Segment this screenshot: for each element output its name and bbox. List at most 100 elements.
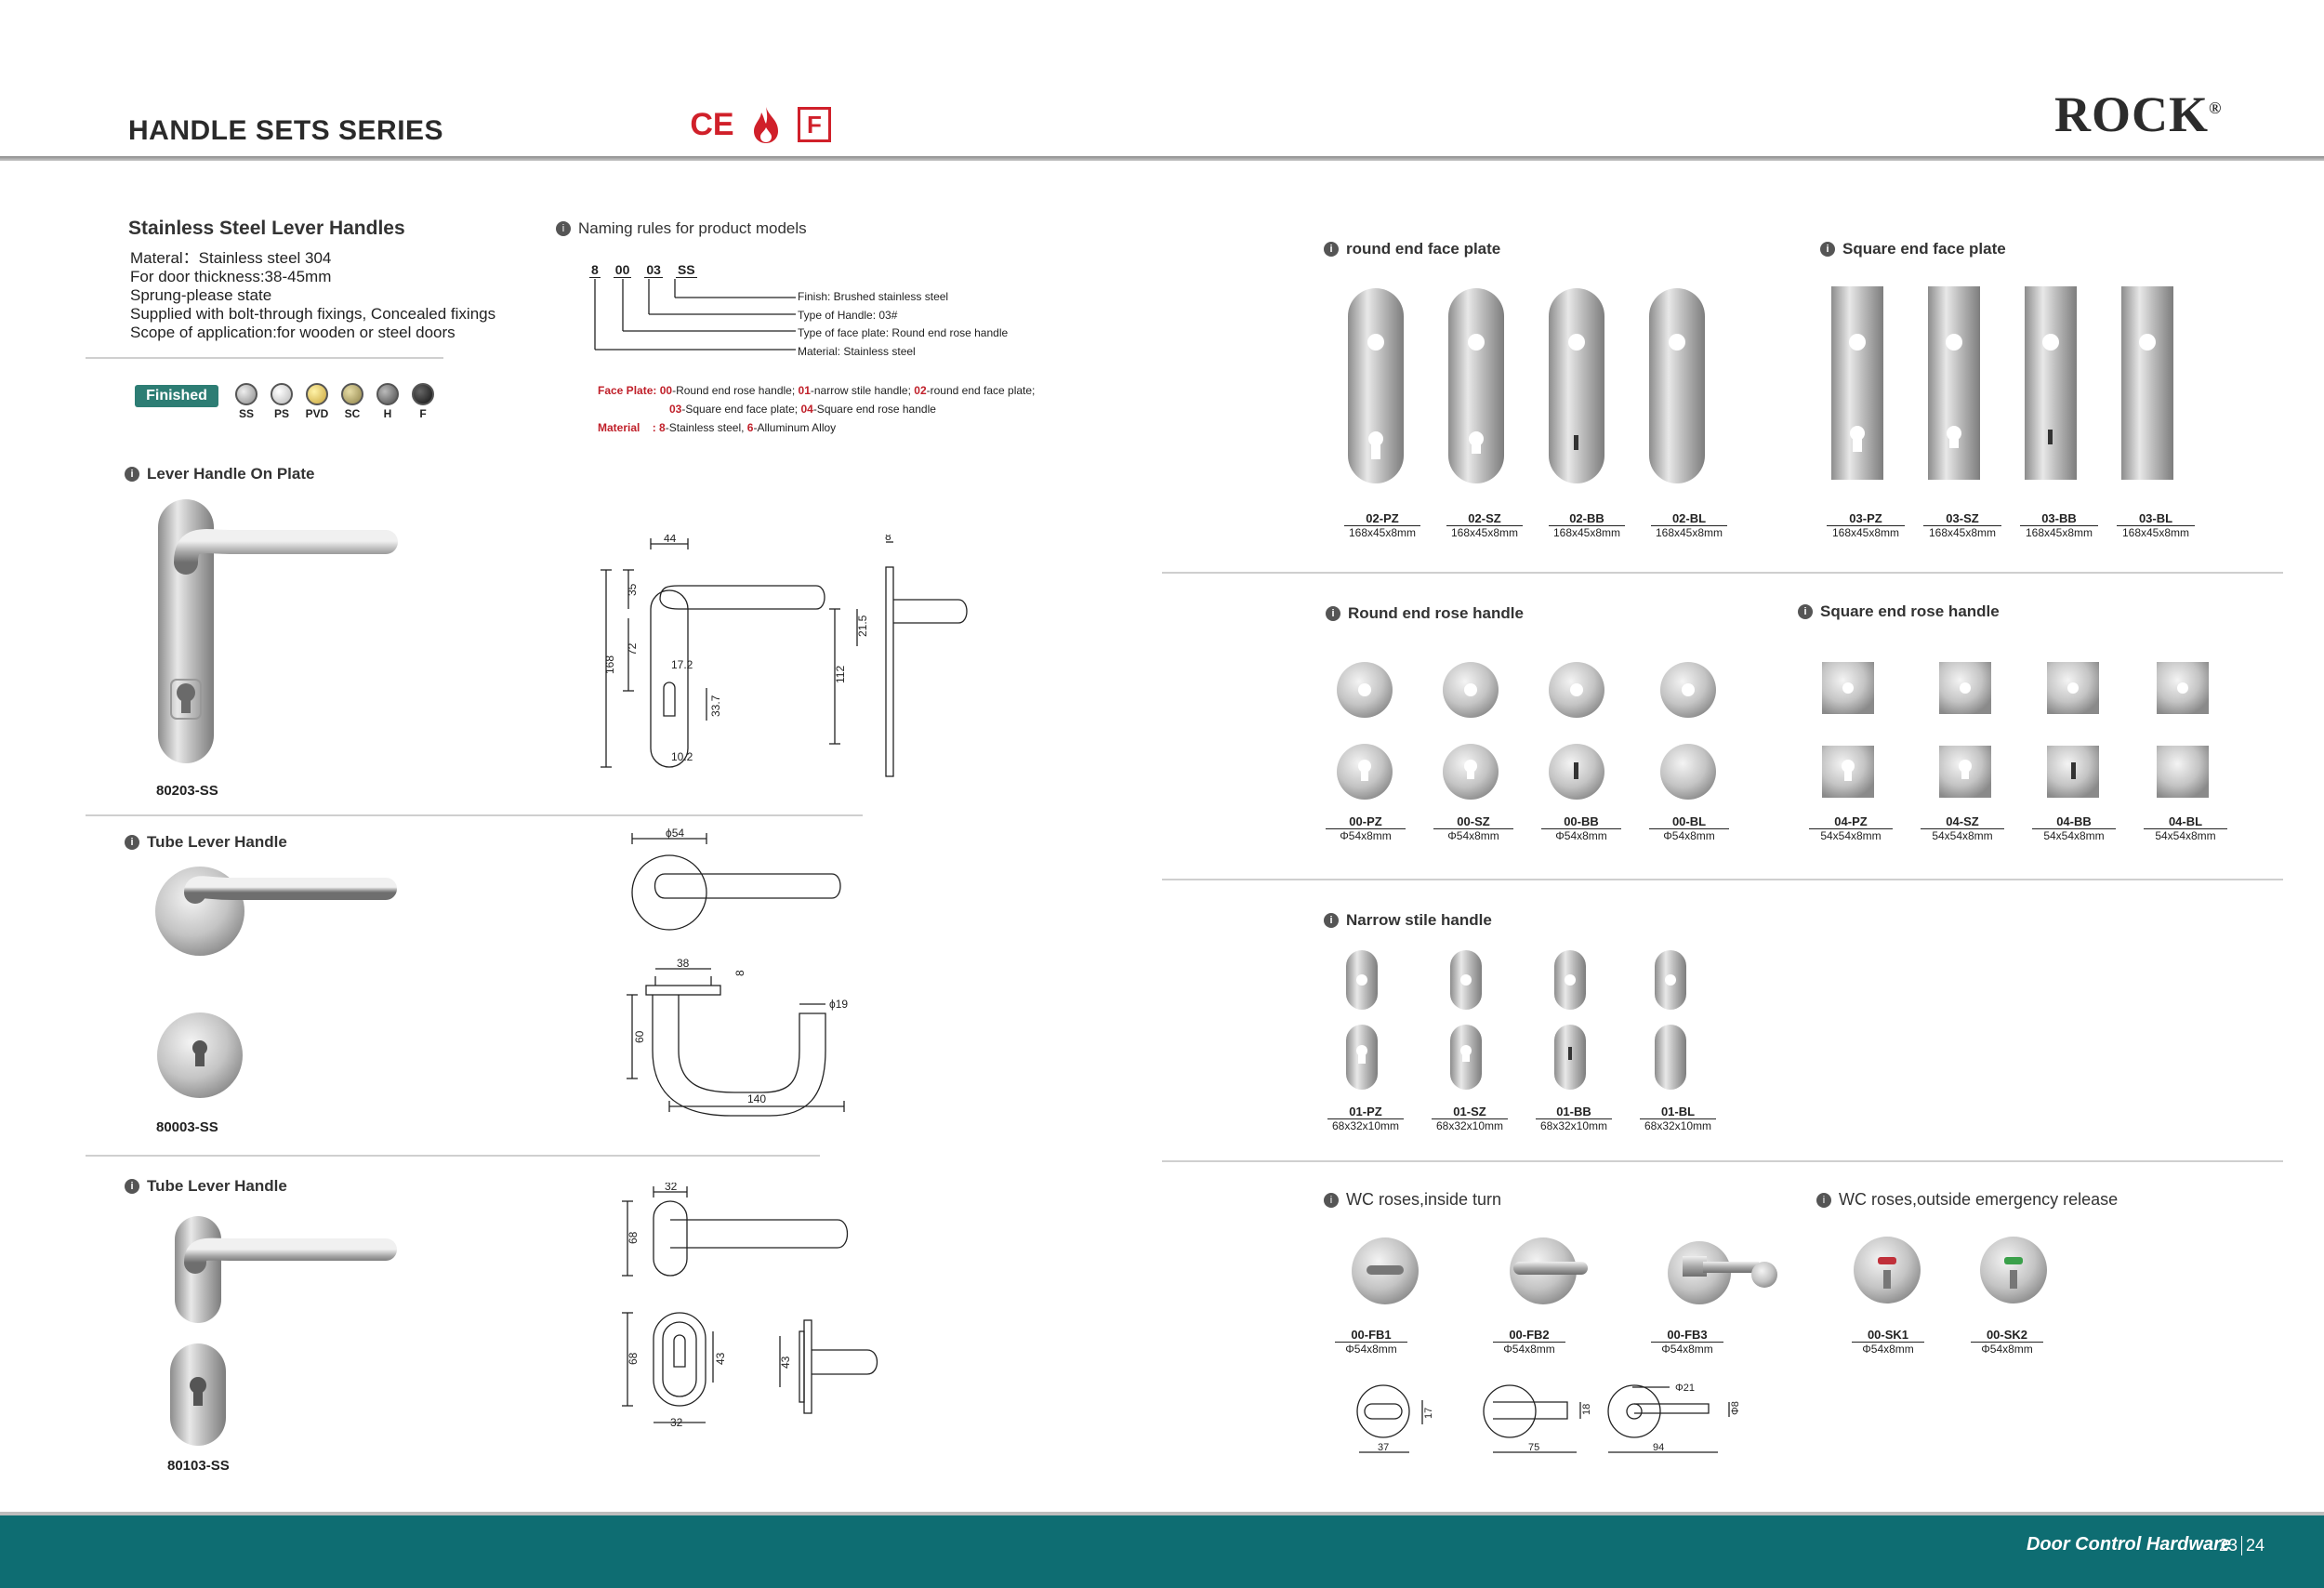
naming-code: 8 00 03 SS (589, 262, 697, 278)
code-00-fb1: 00-FB1 (1335, 1328, 1407, 1343)
naming-title-text: Naming rules for product models (578, 219, 807, 237)
size-00-fb3: Φ54x8mm (1661, 1343, 1713, 1356)
code-01-pz: 01-PZ (1327, 1105, 1404, 1119)
finish-ss: SS (231, 383, 262, 420)
material-key: Material (598, 421, 640, 434)
bullet-icon: i (1324, 1192, 1339, 1208)
bullet-icon: i (556, 221, 571, 236)
section-wc-inside: i WC roses,inside turn (1324, 1190, 1501, 1210)
section-title-text: Round end rose handle (1348, 604, 1524, 622)
fp-code-01: 01 (798, 384, 811, 397)
size-00-fb1: Φ54x8mm (1345, 1343, 1397, 1356)
dim-wc-18: 18 (1581, 1404, 1592, 1415)
code-00-sk1: 00-SK1 (1852, 1328, 1924, 1343)
dim-wc-37: 37 (1378, 1442, 1389, 1453)
dim-p1-44: 44 (664, 535, 677, 545)
size-00-bl: Φ54x8mm (1663, 829, 1715, 842)
mat-text-8: -Stainless steel, (665, 421, 747, 434)
size-03-bb: 168x45x8mm (2025, 526, 2093, 539)
product-title-text: Tube Lever Handle (147, 833, 287, 851)
spec-scope: Scope of application:for wooden or steel… (130, 324, 456, 341)
code-00-fb3: 00-FB3 (1651, 1328, 1723, 1343)
size-01-pz: 68x32x10mm (1331, 1119, 1400, 1132)
page-number-right: 24 (2240, 1536, 2268, 1555)
narrow-stile-image (1346, 950, 1686, 1090)
size-04-pz: 54x54x8mm (1820, 829, 1882, 842)
section-title-text: Square end face plate (1842, 240, 2006, 258)
face-plate-line-2: 03-Square end face plate; 04-Square end … (669, 403, 936, 416)
code-03-bb: 03-BB (2020, 511, 2098, 526)
naming-lines (594, 279, 796, 351)
fp-code-03: 03 (669, 403, 682, 416)
header-rule (0, 156, 2324, 161)
spec-sprung: Sprung-please state (130, 286, 272, 304)
finish-ps: PS (266, 383, 297, 420)
code-00-sz: 00-SZ (1433, 814, 1513, 829)
code-02-bb: 02-BB (1549, 511, 1625, 526)
mat-text-6: -Alluminum Alloy (753, 421, 837, 434)
dim-p1-33: 33.7 (709, 695, 722, 717)
size-00-fb2: Φ54x8mm (1503, 1343, 1555, 1356)
right-divider-3 (1162, 1160, 2283, 1162)
dim-p1-8: 8 (885, 535, 891, 543)
rule-handle: Type of Handle: 03# (798, 309, 898, 322)
bullet-icon: i (1798, 604, 1813, 619)
page-number-left: 23 (2218, 1536, 2238, 1555)
wc-inside-drawing: 37 17 75 18 Φ21 94 Φ8 (1356, 1383, 1741, 1453)
footer-bar (0, 1515, 2324, 1588)
tube-lever-drawing: ϕ54 38 8 ϕ19 60 140 (627, 827, 848, 1117)
size-01-bb: 68x32x10mm (1539, 1119, 1608, 1132)
section-title-text: WC roses,inside turn (1346, 1190, 1502, 1209)
code-finish: SS (675, 262, 697, 278)
fp-code-00: 00 (659, 384, 673, 397)
dim-p1-168: 168 (603, 655, 616, 674)
dim-p3-43: 43 (714, 1352, 727, 1365)
section-title-text: Square end rose handle (1820, 602, 2000, 620)
size-00-sz: Φ54x8mm (1447, 829, 1499, 842)
registered-mark: ® (2209, 99, 2223, 117)
bullet-icon: i (1326, 606, 1340, 621)
fp-text-01: -narrow stile handle; (810, 384, 915, 397)
intro-title: Stainless Steel Lever Handles (128, 218, 405, 239)
finish-pvd: PVD (301, 383, 333, 420)
dim-p2-19: ϕ19 (829, 998, 848, 1011)
size-01-bl: 68x32x10mm (1644, 1119, 1712, 1132)
spec-material: Materal：Stainless steel 304 (130, 249, 332, 267)
code-04-sz: 04-SZ (1921, 814, 2004, 829)
footer-rule (0, 1512, 2324, 1517)
dim-p1-10: 10.2 (671, 750, 693, 763)
model-80203: 80203-SS (156, 783, 218, 799)
spec-fixings: Supplied with bolt-through fixings, Conc… (130, 305, 496, 323)
series-title: HANDLE SETS SERIES (128, 115, 444, 146)
size-04-bb: 54x54x8mm (2043, 829, 2105, 842)
code-handle: 03 (644, 262, 663, 278)
fp-text-03: -Square end face plate; (681, 403, 801, 416)
code-02-pz: 02-PZ (1344, 511, 1420, 526)
round-face-plates-image (1348, 288, 1705, 483)
naming-title: i Naming rules for product models (556, 219, 807, 238)
dim-wc-75: 75 (1528, 1442, 1539, 1453)
dim-p2-140: 140 (747, 1092, 766, 1105)
dim-p2-54: ϕ54 (666, 827, 684, 840)
code-02-bl: 02-BL (1651, 511, 1727, 526)
escutcheon-image-2 (170, 1343, 226, 1446)
code-00-bl: 00-BL (1649, 814, 1729, 829)
tube-lever-image-1 (155, 867, 397, 956)
wc-inside-image (1352, 1237, 1777, 1304)
code-04-pz: 04-PZ (1809, 814, 1893, 829)
code-01-bb: 01-BB (1536, 1105, 1612, 1119)
size-00-bb: Φ54x8mm (1555, 829, 1607, 842)
size-00-sk2: Φ54x8mm (1981, 1343, 2033, 1356)
size-02-sz: 168x45x8mm (1450, 526, 1519, 539)
square-roses-image (1822, 662, 2209, 798)
dim-wc-17: 17 (1423, 1408, 1434, 1419)
dim-p2-8: 8 (733, 970, 746, 976)
dim-wc-8: Φ8 (1730, 1401, 1741, 1415)
